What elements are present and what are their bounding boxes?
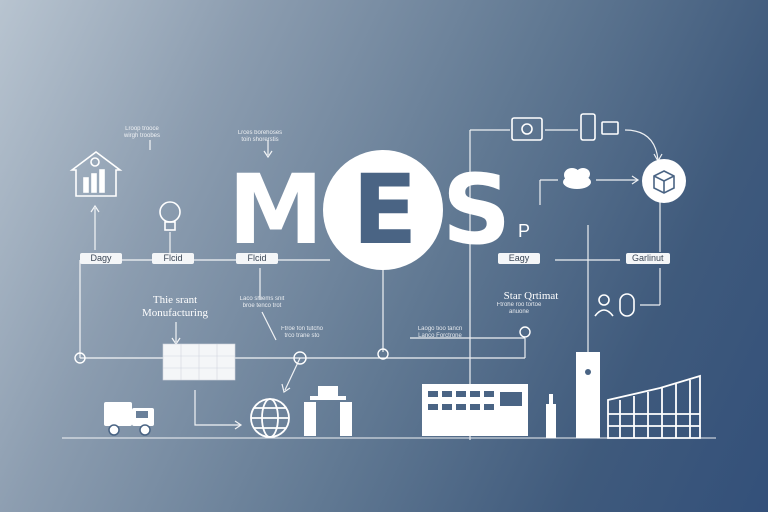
people-icon [594, 293, 635, 317]
note-mid-right: Laogo tioo tancn Lanco Forctrone [417, 326, 463, 339]
factory-building-icon [607, 374, 701, 439]
heading-smart-manufacturing: Thie srant Monufacturing [142, 294, 208, 319]
bus-node-center [293, 351, 307, 365]
note-right: Ftrohe roo tortoe anuone [496, 302, 542, 315]
camera-icon [511, 117, 543, 141]
robot-machine-icon [304, 386, 352, 436]
note-mid-center: Ftroe fon tutcho trco trane sto [280, 326, 324, 339]
logo-suffix-p: P [518, 221, 531, 241]
chimney-tower-icon [576, 352, 600, 438]
label-gateway: Garlinut [626, 253, 670, 264]
data-table-panel [162, 343, 236, 381]
truck-icon [104, 402, 154, 436]
note-top-center: Lrces borehoses toin shorerstis [237, 130, 283, 143]
phone-icon [580, 113, 619, 141]
label-flow-a: Flcid [152, 253, 194, 264]
heading-star-optimal: Star Qrtimat [503, 290, 559, 302]
globe-icon [250, 398, 290, 438]
bus-node-left [74, 352, 86, 364]
cube-node-icon [642, 159, 686, 203]
label-day: Dagy [80, 253, 122, 264]
lightbulb-icon [159, 201, 181, 231]
label-flow-b: Flcid [236, 253, 278, 264]
note-top-left: Lroop trooce wirgh troobes [123, 126, 161, 139]
logo-circle [323, 150, 443, 270]
server-rack-icon [422, 384, 528, 436]
factory-house-icon [69, 151, 123, 197]
bus-node-far [519, 326, 531, 338]
logo-letter-e: E [352, 154, 418, 266]
note-mid-left: Laco shiems snit broe tenco trot [239, 296, 285, 309]
label-edge: Eagy [498, 253, 540, 264]
bus-node-right [377, 348, 389, 360]
small-tower-icon [546, 394, 556, 438]
logo-letter-m: M [228, 154, 324, 266]
cloud-icon [563, 168, 591, 189]
logo-letter-s: S [442, 154, 512, 266]
